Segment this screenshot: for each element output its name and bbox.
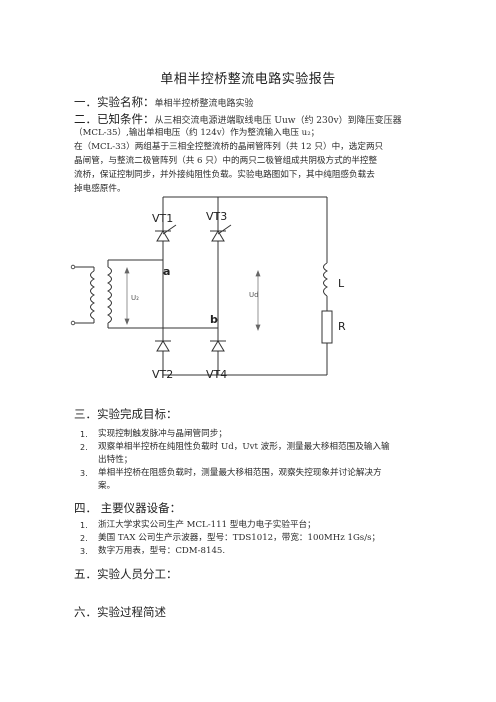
section-1-body: 单相半控桥整流电路实验	[154, 99, 254, 109]
section-2-line-6: 掉电感原件。	[74, 184, 126, 194]
inductor-l	[323, 262, 329, 297]
section-2-paragraph: （MCL-35）,输出单相电压（约 124v）作为整流输入电压 u₂； 在（MC…	[74, 126, 424, 196]
section-6-heading: 六．实验过程简述	[74, 605, 166, 619]
section-4-heading: 四． 主要仪器设备：	[74, 501, 182, 515]
label-vt1: VT1	[152, 212, 173, 225]
list-item: 2. 美国 TAX 公司生产示波器，型号：TDS1012，带宽：100MHz 1…	[80, 533, 381, 543]
label-inductor: L	[338, 277, 345, 290]
page-title: 单相半控桥整流电路实验报告	[160, 72, 336, 87]
section-2-line-2: （MCL-35）,输出单相电压（约 124v）作为整流输入电压 u₂；	[74, 128, 320, 138]
section-1: 一．实验名称：单相半控桥整流电路实验	[74, 94, 254, 110]
section-2-line-5: 流桥，保证控制同步，并外接纯阻性负载。实验电路图如下，其中纯阻感负载去	[74, 170, 375, 180]
diode-vt4	[210, 340, 226, 352]
transformer-primary-coil	[90, 270, 96, 320]
section-1-heading: 一．实验名称：	[74, 95, 155, 109]
section-5-heading: 五．实验人员分工：	[74, 567, 178, 581]
terminal-dot	[70, 320, 76, 326]
transformer-secondary-coil	[106, 266, 112, 324]
list-item: 1. 浙江大学求实公司生产 MCL-111 型电力电子实验平台；	[80, 520, 316, 530]
list-item: 2. 观察单相半控桥在纯阻性负载时 Ud，Uvt 波形，测量最大移相范围及输入输…	[80, 442, 390, 465]
label-resistor: R	[338, 320, 346, 333]
section-4-list: 1. 浙江大学求实公司生产 MCL-111 型电力电子实验平台； 2. 美国 T…	[80, 519, 424, 558]
thyristor-vt3	[210, 224, 232, 242]
section-3-heading: 三．实验完成目标：	[74, 407, 178, 421]
label-ud: Ud	[249, 291, 259, 299]
terminal-dot	[70, 264, 76, 270]
section-2-line-4: 晶闸管，与整流二极管阵列（共 6 只）中的两只二极管组成共阴极方式的半控整	[74, 156, 378, 166]
label-vt3: VT3	[206, 210, 227, 223]
thyristor-vt1	[155, 224, 177, 242]
list-item: 3. 单相半控桥在阻感负载时，测量最大移相范围，观察失控现象并讨论解决方 案。	[80, 468, 382, 491]
section-2-line-1: 从三相交流电源进端取线电压 Uuw（约 230v）到降压变压器	[154, 116, 402, 126]
label-node-a: a	[163, 265, 170, 278]
resistor-r	[321, 310, 333, 344]
label-vt4: VT4	[206, 368, 227, 381]
label-node-b: b	[210, 313, 218, 326]
list-item: 3. 数字万用表，型号：CDM-8145.	[80, 546, 226, 556]
label-u2: U₂	[131, 294, 139, 302]
label-vt2: VT2	[152, 368, 173, 381]
section-2-heading: 二．已知条件：从三相交流电源进端取线电压 Uuw（约 230v）到降压变压器	[74, 112, 402, 126]
section-3-list: 1. 实现控制触发脉冲与晶闸管同步； 2. 观察单相半控桥在纯阻性负载时 Ud，…	[80, 428, 424, 493]
diode-vt2	[155, 340, 171, 352]
section-2-line-3: 在（MCL-33）两组基于三相全控整流桥的晶闸管阵列（共 12 只）中，选定两只	[74, 142, 384, 152]
list-item: 1. 实现控制触发脉冲与晶闸管同步；	[80, 429, 227, 439]
